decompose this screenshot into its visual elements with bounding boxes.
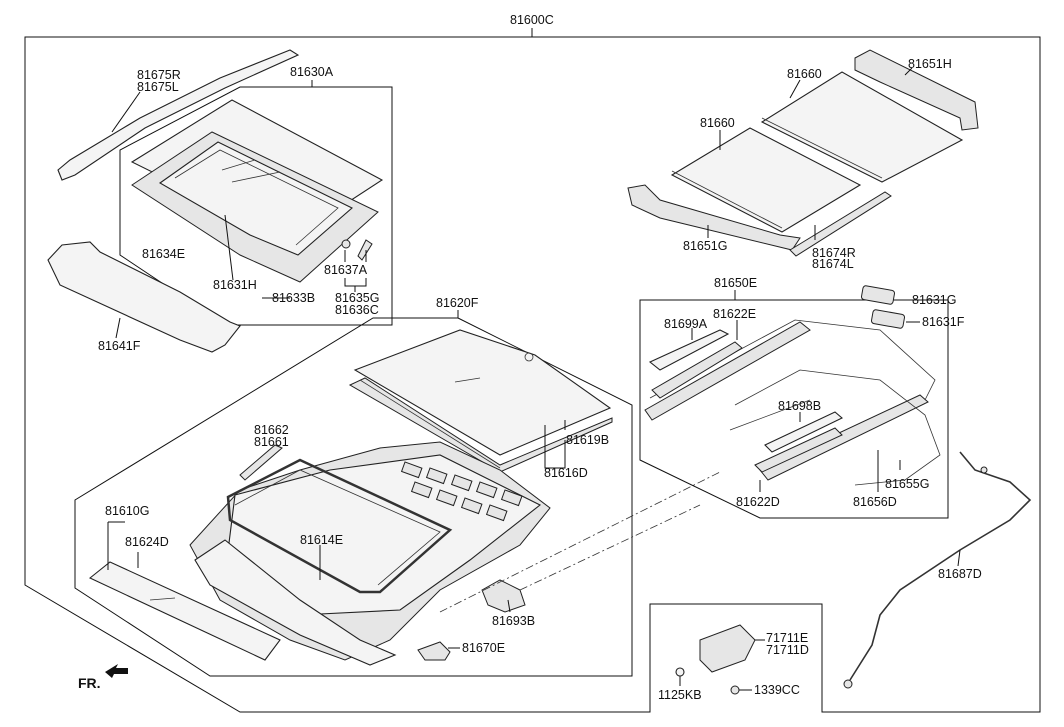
assembly-boundary (24, 28, 1041, 713)
sunshade-rear-rail (854, 49, 979, 131)
label-1125KB: 1125KB (658, 688, 702, 702)
mechanism-left-rail (644, 321, 811, 421)
label-81675L: 81675L (137, 80, 179, 94)
sunshade-front-rail (627, 184, 801, 251)
drain-hose (849, 451, 1032, 681)
wind-deflector-arm (648, 329, 730, 371)
rear-bracket (417, 641, 451, 661)
bolt-icon (675, 667, 685, 677)
label-81614E: 81614E (300, 533, 343, 547)
label-81622D: 81622D (736, 495, 780, 509)
rail-link-arm (764, 411, 843, 453)
roof-glass (353, 329, 612, 456)
label-81630A: 81630A (290, 65, 334, 79)
label-81620F: 81620F (436, 296, 479, 310)
label-81616D: 81616D (544, 466, 588, 480)
label-81633B: 81633B (272, 291, 315, 305)
label-71711E: 71711E (766, 631, 808, 645)
label-81622E: 81622E (713, 307, 756, 321)
label-81662: 81662 (254, 423, 289, 437)
label-81698B: 81698B (778, 399, 821, 413)
roof-rail-molding (57, 49, 300, 181)
label-81656D: 81656D (853, 495, 897, 509)
label-81610G: 81610G (105, 504, 149, 518)
label-71711D: 71711D (766, 643, 809, 657)
label-81651H: 81651H (908, 57, 952, 71)
label-81655G: 81655G (885, 477, 929, 491)
label-81674R: 81674R (812, 246, 856, 260)
part-labels: 81600C 81675R 81675L 81630A 81634E 81631… (78, 13, 982, 702)
label-81687D: 81687D (938, 567, 982, 581)
front-glass-weatherstrip (88, 561, 281, 661)
label-81619B: 81619B (566, 433, 609, 447)
sunroof-motor-f (871, 309, 905, 329)
label-81661: 81661 (254, 435, 289, 449)
roller-sunshade-rear (760, 71, 964, 183)
label-81635G: 81635G (335, 291, 379, 305)
mechanism-right-rail (759, 394, 929, 481)
label-81660-rear: 81660 (787, 67, 822, 81)
label-81650E: 81650E (714, 276, 757, 290)
label-81600C: 81600C (510, 13, 554, 27)
motor-bracket (481, 579, 526, 613)
label-81637A: 81637A (324, 263, 368, 277)
wind-deflector (47, 241, 241, 353)
label-81631H: 81631H (213, 278, 257, 292)
label-81674L: 81674L (812, 257, 854, 271)
label-81699A: 81699A (664, 317, 708, 331)
drain-strip (239, 444, 283, 481)
sunroof-bracket (699, 624, 756, 673)
glass-seal (226, 458, 453, 594)
rail-cover-front (651, 341, 743, 399)
front-direction-label: FR. (78, 675, 101, 691)
label-81660-front: 81660 (700, 116, 735, 130)
nut-icon (730, 685, 740, 695)
front-direction-arrow-icon (105, 664, 128, 678)
label-81693B: 81693B (492, 614, 535, 628)
label-81631G: 81631G (912, 293, 956, 307)
sunroof-motor-g (861, 285, 895, 305)
label-81670E: 81670E (462, 641, 505, 655)
label-81651G: 81651G (683, 239, 727, 253)
label-81624D: 81624D (125, 535, 169, 549)
label-81631F: 81631F (922, 315, 965, 329)
roller-sunshade-front (670, 127, 862, 233)
label-81675R: 81675R (137, 68, 181, 82)
roof-subassembly-boundary (74, 310, 633, 677)
label-81636C: 81636C (335, 303, 379, 317)
roof-frame-openings (400, 461, 523, 522)
label-81634E: 81634E (142, 247, 185, 261)
mechanism-boundary (639, 290, 949, 519)
label-1339CC: 1339CC (754, 683, 800, 697)
label-81641F: 81641F (98, 339, 141, 353)
